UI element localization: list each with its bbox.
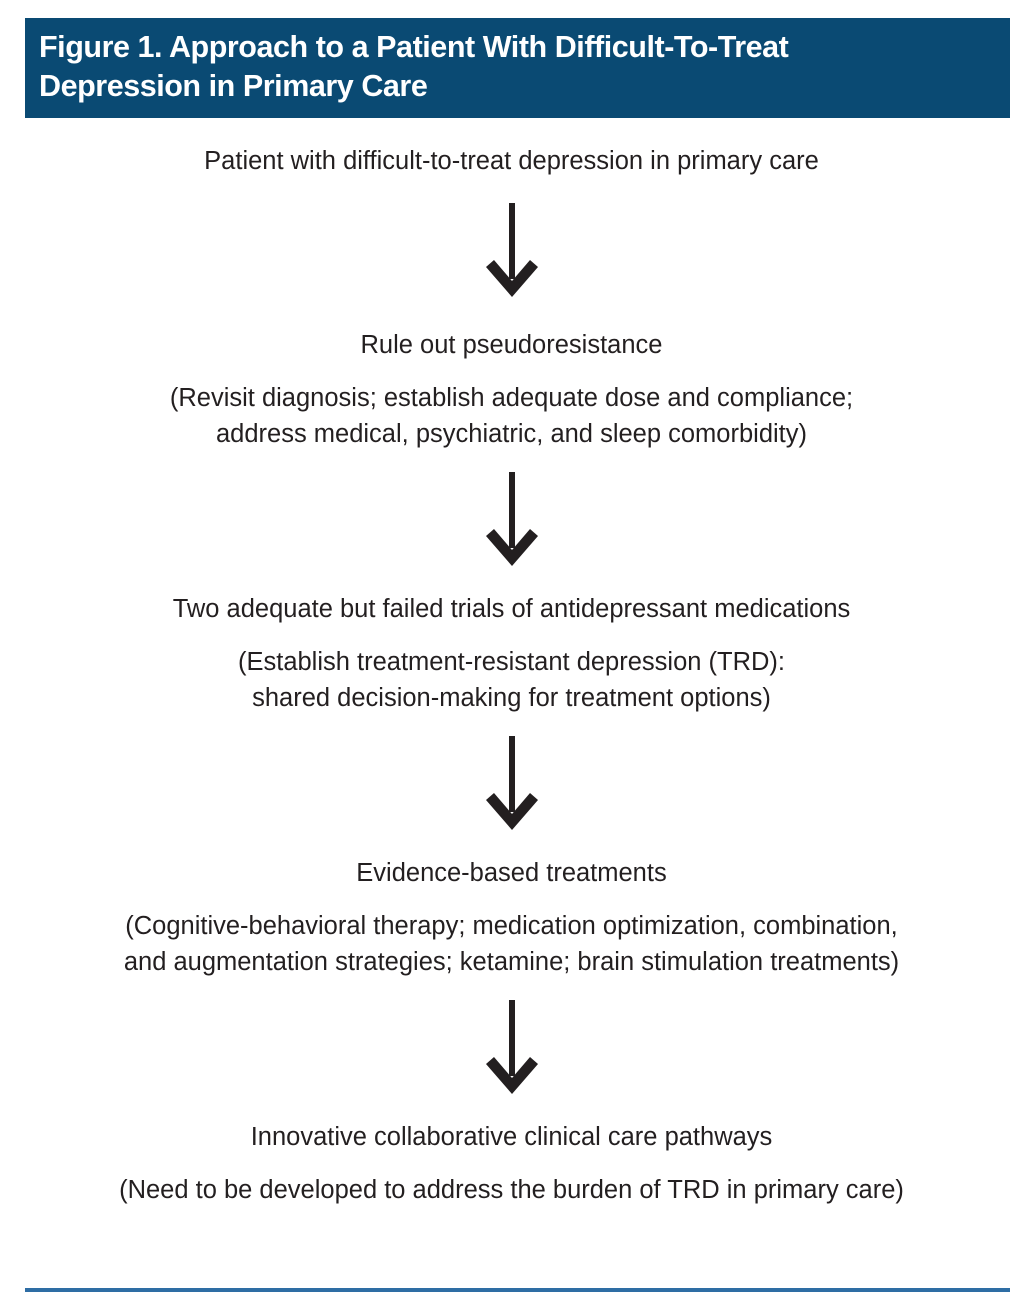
down-arrow-icon <box>485 203 538 297</box>
figure-bottom-rule <box>25 1288 1010 1292</box>
flow-arrow-4 <box>0 980 1023 1120</box>
figure-title: Figure 1. Approach to a Patient With Dif… <box>39 30 789 103</box>
flow-step-1-title: Patient with difficult-to-treat depressi… <box>204 147 819 175</box>
figure-header-banner: Figure 1. Approach to a Patient With Dif… <box>25 18 1010 118</box>
flow-step-4-title: Evidence-based treatments <box>356 859 667 887</box>
flow-step-4: Evidence-based treatments (Cognitive-beh… <box>0 856 1023 980</box>
flow-arrow-3 <box>0 716 1023 856</box>
flow-arrow-2 <box>0 452 1023 592</box>
flow-arrow-1 <box>0 178 1023 328</box>
flow-step-3-detail: (Establish treatment-resistant depressio… <box>237 648 786 712</box>
spacer <box>0 626 1023 644</box>
down-arrow-icon <box>485 1000 538 1094</box>
spacer <box>0 1154 1023 1172</box>
flow-step-4-detail: (Cognitive-behavioral therapy; medicatio… <box>123 912 900 976</box>
flow-step-3: Two adequate but failed trials of antide… <box>0 592 1023 716</box>
flow-step-2-detail: (Revisit diagnosis; establish adequate d… <box>169 384 854 448</box>
flow-step-5-title: Innovative collaborative clinical care p… <box>250 1123 773 1151</box>
flow-step-2: Rule out pseudoresistance (Revisit diagn… <box>0 328 1023 452</box>
spacer <box>0 362 1023 380</box>
flow-step-5: Innovative collaborative clinical care p… <box>0 1120 1023 1208</box>
down-arrow-icon <box>485 472 538 566</box>
down-arrow-icon <box>485 736 538 830</box>
flow-step-1: Patient with difficult-to-treat depressi… <box>0 130 1023 178</box>
spacer <box>0 890 1023 908</box>
flowchart-body: Patient with difficult-to-treat depressi… <box>0 130 1023 1208</box>
flow-step-2-title: Rule out pseudoresistance <box>360 331 663 359</box>
flow-step-3-title: Two adequate but failed trials of antide… <box>172 595 851 623</box>
flow-step-5-detail: (Need to be developed to address the bur… <box>119 1176 904 1204</box>
